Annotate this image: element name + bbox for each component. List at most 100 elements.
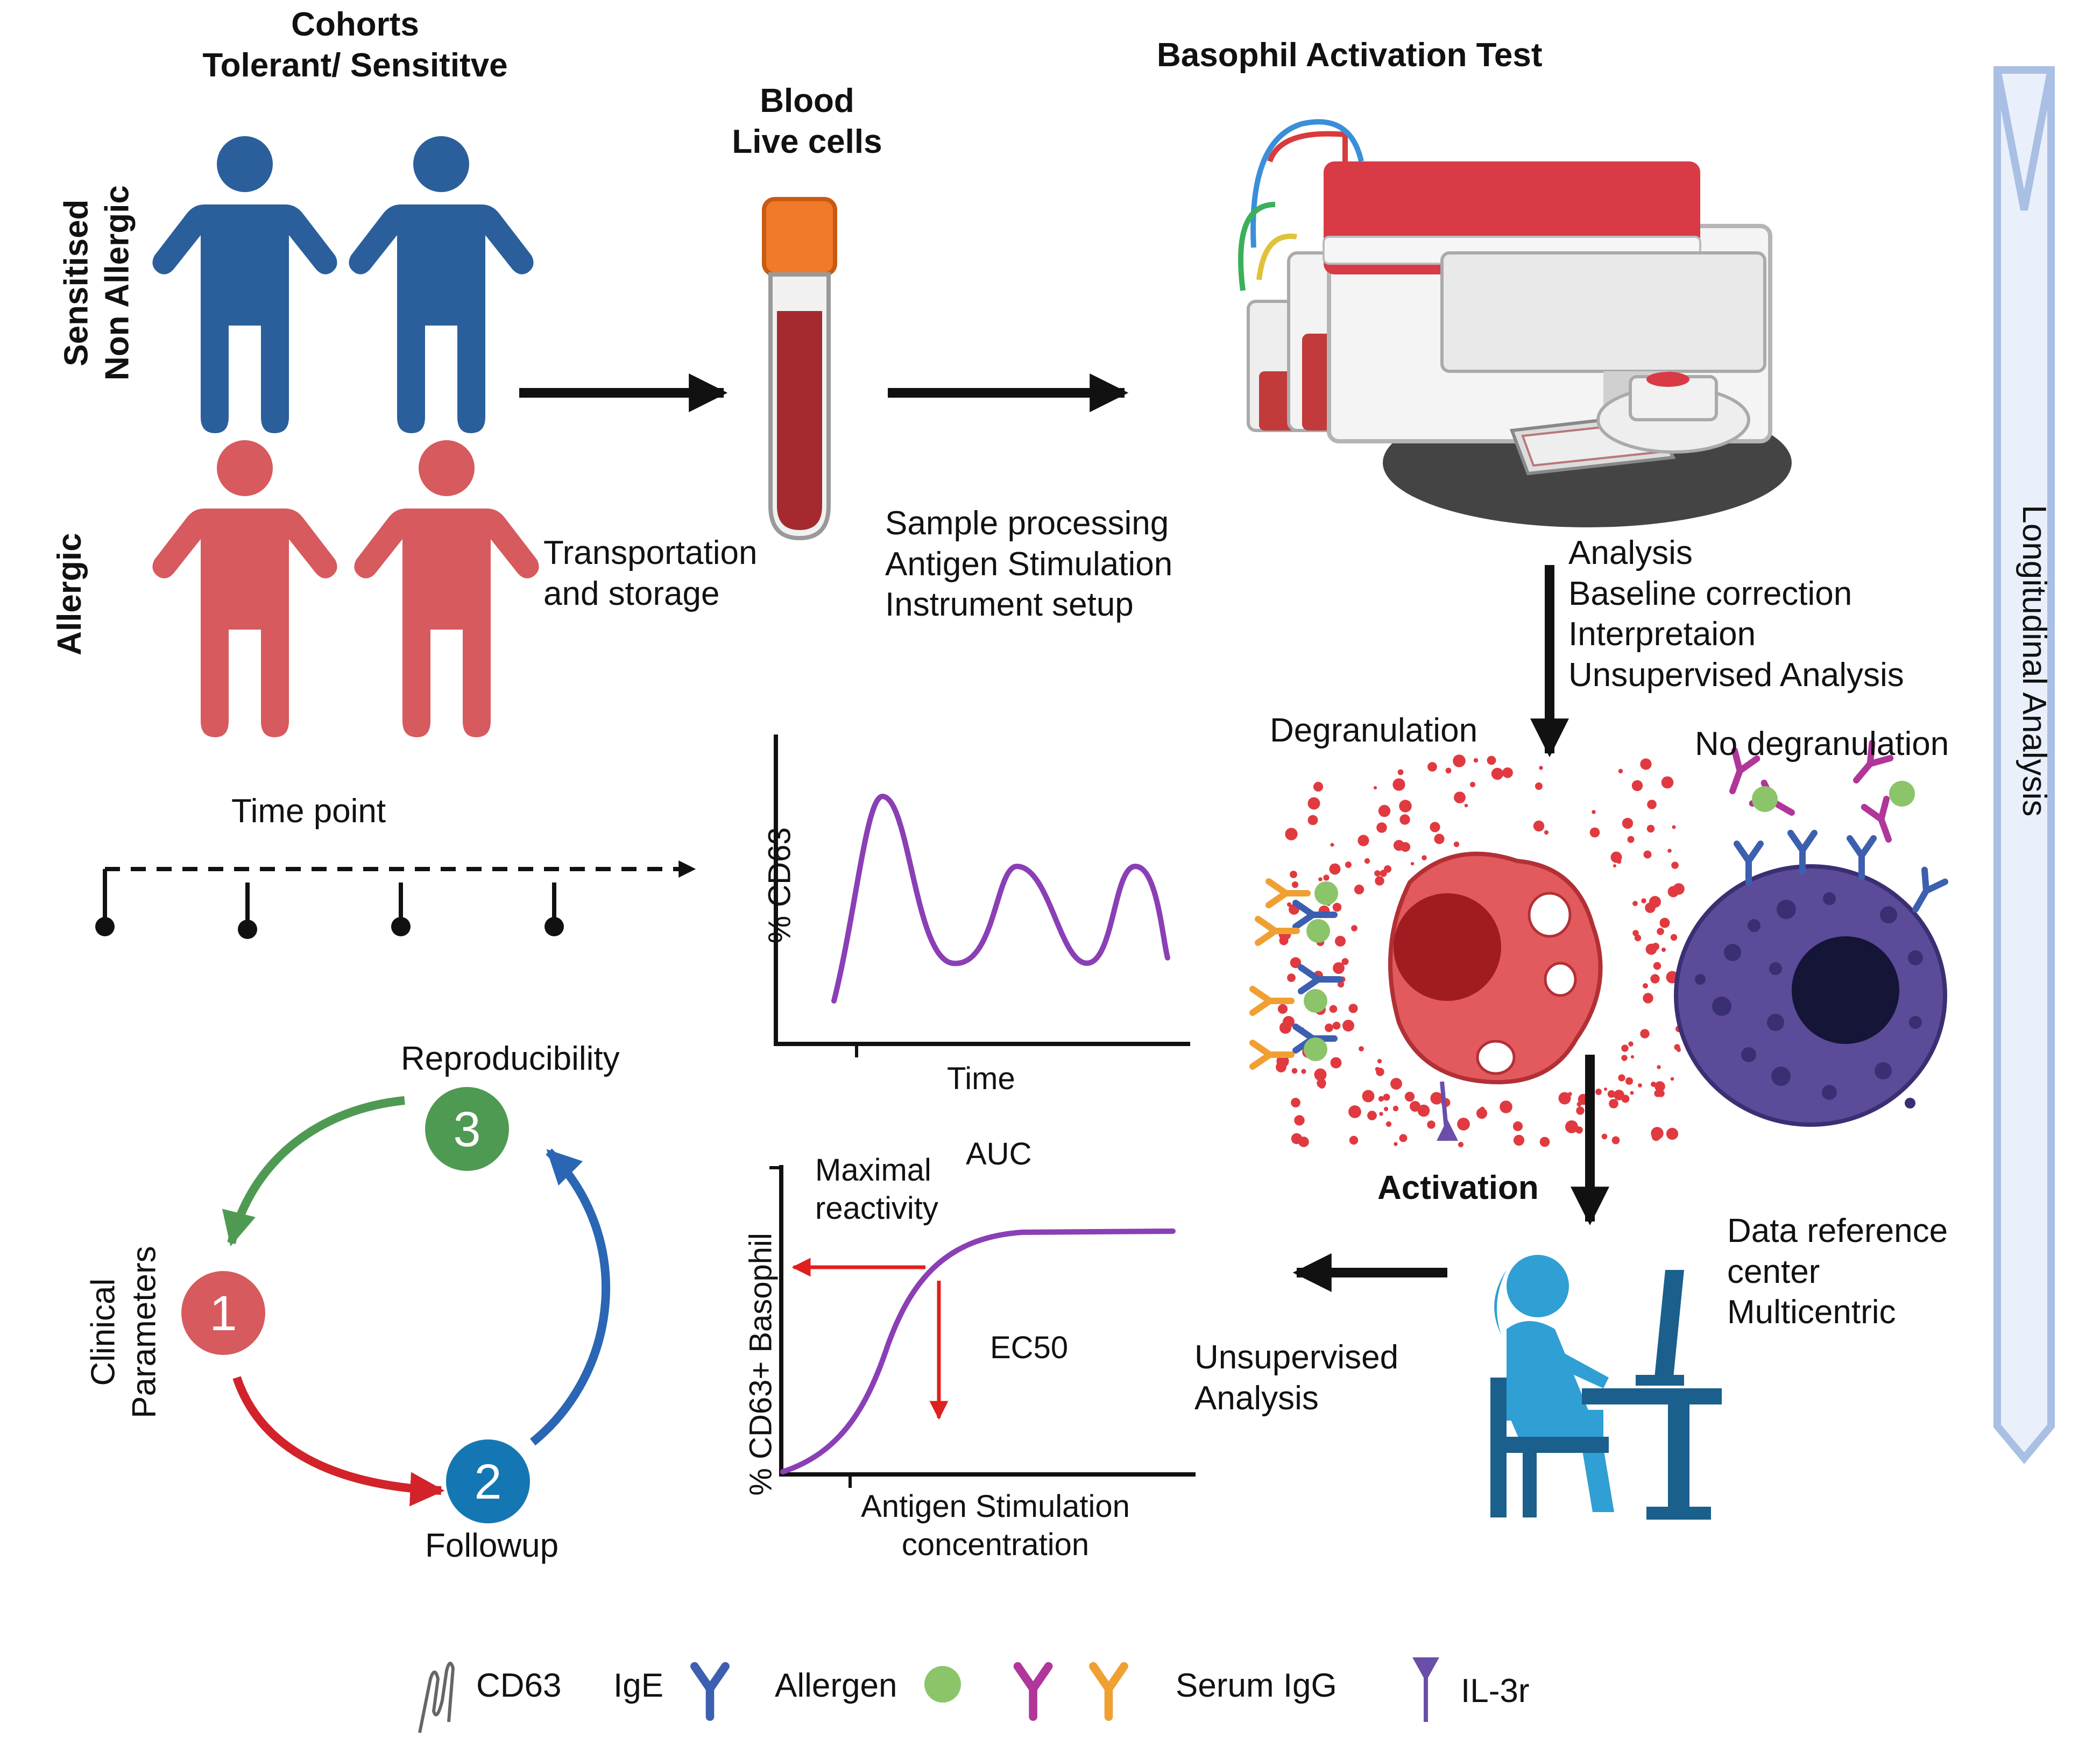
- granule-dot: [1666, 1127, 1679, 1140]
- granule-dot: [1539, 1136, 1550, 1147]
- granule-dot: [1622, 817, 1634, 829]
- granule-dot: [1672, 825, 1676, 829]
- granule-dot: [1640, 1029, 1650, 1039]
- granule-dot: [1631, 780, 1643, 792]
- data-center-label: Data reference center Multicentric: [1727, 1211, 1948, 1333]
- il3r-icon: [1412, 1657, 1439, 1722]
- blood-label: Blood Live cells: [694, 81, 920, 162]
- granule-dot: [1453, 841, 1460, 848]
- granule-dot: [1376, 1068, 1384, 1076]
- granule-dot: [1378, 1096, 1384, 1102]
- granule-dot: [1604, 1088, 1607, 1091]
- granule-dot: [1646, 824, 1655, 833]
- granule-dot: [1354, 884, 1364, 895]
- granule-dot: [1427, 1120, 1436, 1129]
- granule-dot: [1613, 864, 1616, 867]
- granule-dot: [1383, 1106, 1389, 1112]
- granule-dot: [1458, 1141, 1464, 1148]
- granule-dot: [1657, 1065, 1661, 1069]
- granule-dot: [1641, 898, 1646, 903]
- unsupervised-label: Unsupervised Analysis: [1194, 1337, 1398, 1418]
- granule-dot: [1323, 874, 1330, 881]
- granule-dot: [1384, 865, 1391, 873]
- granule-dot: [1535, 782, 1543, 790]
- sensitised-line1: Sensitised: [58, 199, 95, 366]
- granule-dot: [1454, 792, 1466, 803]
- granule-dot: [1601, 1133, 1608, 1140]
- granule-dot: [1618, 1074, 1625, 1082]
- person-icon: [152, 136, 337, 433]
- sensitised-line2: Non Allergic: [98, 185, 136, 381]
- transport-label: Transportation and storage: [543, 533, 757, 614]
- granule-dot: [1671, 862, 1679, 869]
- time-point-marker: [391, 917, 411, 936]
- cohorts-title: Cohorts Tolerant/ Sensititve: [194, 4, 517, 86]
- granule-dot: [1539, 766, 1543, 770]
- dose-chart-xlabel-line1: Antigen Stimulation: [861, 1489, 1130, 1524]
- cycle-badge-1-number: 1: [209, 1286, 237, 1341]
- granule-dot: [1634, 934, 1642, 942]
- granule-dot: [1301, 1069, 1306, 1074]
- granule-dot: [1277, 1004, 1288, 1014]
- time-point-marker: [95, 917, 115, 936]
- transport-line2: and storage: [543, 575, 720, 612]
- dose-response-curve: [780, 1229, 1176, 1474]
- bat-title: Basophil Activation Test: [1157, 37, 1543, 74]
- granule-dot: [1314, 1068, 1327, 1081]
- granule-dot: [1667, 849, 1672, 853]
- granule-dot: [1445, 767, 1452, 774]
- granule-dot: [1307, 797, 1320, 810]
- granule-dot: [1677, 1048, 1681, 1052]
- granule-dot: [1643, 983, 1648, 989]
- flow-cytometer-icon: [1238, 119, 1792, 527]
- granule-dot: [1283, 1016, 1295, 1028]
- maximal-reactivity-label: Maximal reactivity: [815, 1152, 938, 1228]
- granule-dot: [1399, 800, 1412, 813]
- granule-dot: [1434, 834, 1445, 844]
- data-center-line2: center: [1727, 1253, 1820, 1290]
- clinical-line1: Clinical: [84, 1278, 122, 1386]
- granule-dot: [1325, 1023, 1333, 1032]
- granule-dot: [1364, 858, 1370, 864]
- granule-dot: [1651, 1127, 1664, 1140]
- legend-serum-igg-label: Serum IgG: [1176, 1667, 1337, 1704]
- granule-dot: [1517, 1137, 1524, 1145]
- granule-dot: [1318, 877, 1323, 881]
- granule-dot: [1410, 862, 1415, 866]
- granule-dot: [1374, 870, 1381, 877]
- granule-dot: [1330, 1057, 1342, 1069]
- granule-dot: [1329, 863, 1341, 875]
- dose-chart-xlabel: Antigen Stimulation concentration: [807, 1488, 1184, 1564]
- granule-dot: [1430, 1092, 1443, 1105]
- person-icon: [349, 136, 534, 433]
- cohorts-title-line1: Cohorts: [291, 6, 419, 43]
- blood-tube-icon: [762, 197, 837, 541]
- granule-dot: [1329, 1005, 1338, 1013]
- granule-dot: [1294, 1115, 1305, 1126]
- granule-dot: [1627, 836, 1635, 843]
- granule-dot: [1373, 786, 1377, 790]
- granule-dot: [1383, 1093, 1390, 1101]
- granule-dot: [1643, 850, 1652, 859]
- clinical-parameters-label: Clinical Parameters: [83, 1241, 164, 1424]
- granule-dot: [1632, 901, 1638, 906]
- granule-dot: [1643, 993, 1653, 1004]
- legend-ige-label: IgE: [613, 1667, 664, 1704]
- granule-dot: [1341, 958, 1349, 965]
- dose-chart-ylabel: % CD63+ Basophil: [743, 1233, 779, 1496]
- granule-dot: [1349, 1135, 1359, 1145]
- legend-icons: [418, 1657, 1439, 1733]
- dose-chart-xlabel-line2: concentration: [901, 1527, 1090, 1562]
- granule-dot: [1632, 930, 1639, 936]
- granule-dot: [1473, 758, 1479, 763]
- granule-dot: [1357, 835, 1369, 846]
- legend-allergen-label: Allergen: [775, 1667, 897, 1704]
- legend-cd63-label: CD63: [476, 1667, 562, 1704]
- auc-label: AUC: [966, 1136, 1032, 1171]
- granule-dot: [1607, 1090, 1616, 1098]
- reproducibility-label: Reproducibility: [401, 1040, 620, 1077]
- cycle-arrow-blue: [529, 1148, 611, 1446]
- granule-dot: [1377, 1058, 1382, 1064]
- granule-dot: [1392, 1105, 1399, 1112]
